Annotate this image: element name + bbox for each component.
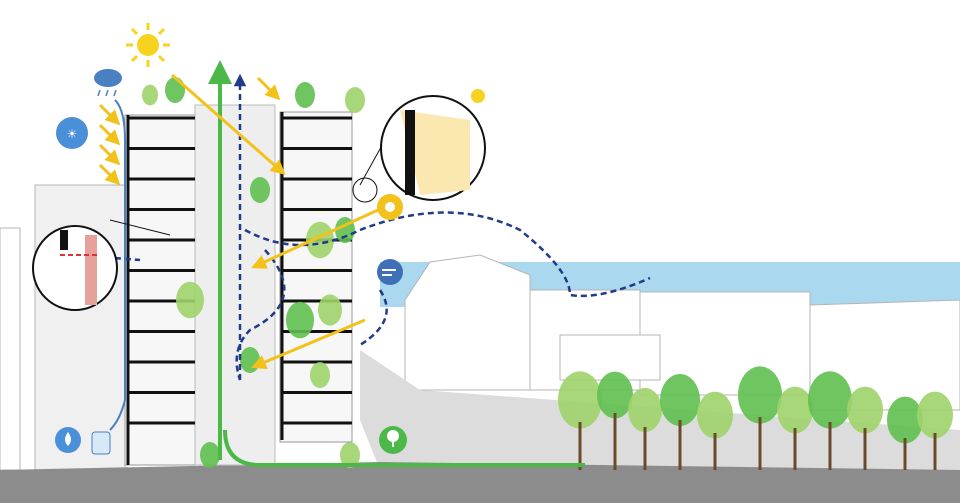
rain-barrel-icon <box>91 431 111 455</box>
tree <box>660 374 700 426</box>
rain-cloud-icon <box>94 69 122 97</box>
water-recycle-icon <box>55 427 81 453</box>
green-ground-arrow <box>223 429 585 467</box>
tree <box>176 281 204 319</box>
tree-icon <box>379 426 407 454</box>
tree <box>777 386 813 434</box>
tree <box>165 77 185 103</box>
ventilation-detail-magnifier <box>32 219 171 311</box>
sun-circle-icon <box>377 194 403 220</box>
tree-trunk <box>793 428 797 470</box>
tree <box>306 221 334 259</box>
tree <box>310 362 330 388</box>
tree-trunk <box>758 417 762 470</box>
tree-trunk <box>613 413 617 470</box>
svg-text:☀: ☀ <box>67 127 78 141</box>
tree-trunk <box>933 433 937 470</box>
tree-trunk <box>678 420 682 470</box>
tree-trunk <box>713 433 717 470</box>
tree-trunk <box>578 422 582 470</box>
tree <box>240 347 260 373</box>
tree-trunk <box>903 438 907 470</box>
tree <box>295 82 315 108</box>
tree-trunk <box>828 422 832 470</box>
tree <box>345 87 365 113</box>
tower <box>124 104 353 466</box>
tree <box>847 386 883 434</box>
wind-icon <box>377 259 403 285</box>
tree <box>318 294 342 326</box>
tree <box>597 371 633 419</box>
sun-ray-arrows <box>98 73 379 370</box>
tree <box>286 301 314 339</box>
tree-trunk <box>643 427 647 470</box>
window-detail-magnifier <box>352 95 486 203</box>
tree <box>340 442 360 468</box>
tree <box>697 391 733 439</box>
solar-rain-icon: ☀ <box>56 117 88 149</box>
tree <box>558 371 602 429</box>
tree <box>887 396 923 444</box>
tree <box>738 366 782 424</box>
tree <box>142 84 158 106</box>
tree <box>917 391 953 439</box>
tree-trunk <box>863 428 867 470</box>
tree <box>808 371 852 429</box>
rain-pipe <box>109 99 126 431</box>
tree <box>250 177 270 203</box>
sun-icon <box>126 23 170 67</box>
tree <box>628 387 662 433</box>
small-sun-icon <box>471 89 485 103</box>
ground <box>0 462 960 503</box>
tree <box>200 442 220 468</box>
